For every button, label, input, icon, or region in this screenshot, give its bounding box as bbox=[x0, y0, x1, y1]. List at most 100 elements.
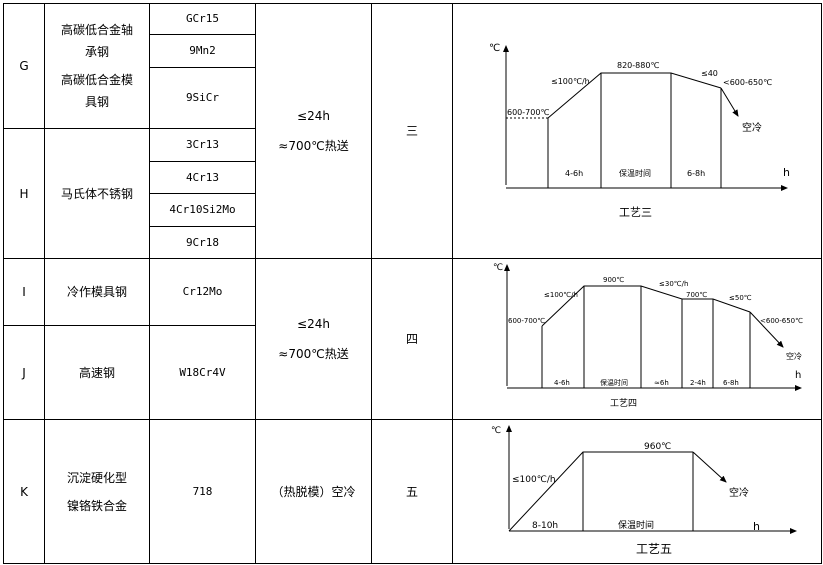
grade-text: 9Mn2 bbox=[189, 44, 216, 57]
name-line: 承钢 bbox=[84, 45, 109, 59]
heat-rate-label: ≤100℃/h bbox=[551, 77, 590, 86]
end-temp-label: <600-650℃ bbox=[760, 317, 803, 325]
cooling-arrow bbox=[749, 311, 784, 348]
grade-gcr15: GCr15 bbox=[150, 4, 255, 34]
mid-temp-label: 700℃ bbox=[686, 291, 707, 299]
grade-4cr13: 4Cr13 bbox=[150, 162, 255, 193]
hold-temp-label: 960℃ bbox=[644, 442, 671, 452]
hold-temp-label: 900℃ bbox=[603, 276, 624, 284]
cooling-label: 空冷 bbox=[786, 351, 802, 361]
process-curve bbox=[508, 451, 693, 532]
preheat-line: ≈700℃热送 bbox=[278, 347, 349, 361]
grade-w18cr4v: W18Cr4V bbox=[150, 326, 255, 419]
name-line: 高碳低合金轴 bbox=[60, 23, 133, 37]
end-temp-label: <600-650℃ bbox=[723, 78, 772, 87]
preheat-line: ≤24h bbox=[297, 317, 330, 331]
row-name-j: 高速钢 bbox=[45, 326, 149, 419]
diagram-caption: 工艺四 bbox=[610, 398, 637, 409]
code-text: G bbox=[19, 59, 29, 73]
time-unit-label: h bbox=[753, 520, 760, 533]
grade-text: 9Cr18 bbox=[185, 235, 220, 249]
time-unit-label: h bbox=[783, 166, 790, 179]
cool-rate-label: ≤40 bbox=[701, 69, 718, 78]
temp-unit-label: ℃ bbox=[491, 426, 501, 436]
preheat-group-1: ≤24h ≈700℃热送 bbox=[256, 4, 371, 258]
stage-label: 8-10h bbox=[532, 521, 558, 531]
name-line: 高速钢 bbox=[78, 365, 115, 380]
grade-9mn2: 9Mn2 bbox=[150, 35, 255, 67]
code-text: H bbox=[19, 186, 29, 201]
row-name-g: 高碳低合金轴 承钢 高碳低合金模 具钢 bbox=[45, 4, 149, 128]
name-line: 具钢 bbox=[84, 95, 109, 109]
diagram-caption: 工艺三 bbox=[619, 206, 652, 219]
grade-text: 4Cr10Si2Mo bbox=[169, 203, 236, 216]
stage-label: 6-8h bbox=[687, 169, 705, 178]
grade-718: 718 bbox=[150, 420, 255, 563]
code-text: J bbox=[22, 365, 26, 380]
grade-text: Cr12Mo bbox=[182, 285, 223, 298]
heat-rate-label: ≤100℃/h bbox=[544, 291, 578, 299]
cool-rate-2-label: ≤50℃ bbox=[729, 294, 752, 302]
row-code-k: K bbox=[4, 420, 44, 563]
temp-unit-label: ℃ bbox=[489, 43, 500, 54]
row-name-h: 马氏体不锈钢 bbox=[45, 129, 149, 258]
grade-text: 9SiCr bbox=[185, 91, 220, 104]
stage-label: 4-6h bbox=[565, 169, 583, 178]
start-temp-label: 600-700℃ bbox=[508, 317, 545, 325]
cooling-label: 空冷 bbox=[742, 121, 762, 134]
cooling-arrow bbox=[720, 87, 739, 117]
start-temp-label: 600-700℃ bbox=[507, 108, 549, 117]
hold-temp-label: 820-880℃ bbox=[617, 61, 659, 70]
process-four-diagram: ℃ h 600-700℃ ≤100℃/h 900℃ ≤30℃/h 700℃ ≤5… bbox=[493, 263, 803, 409]
grade-text: W18Cr4V bbox=[179, 365, 226, 379]
process-text: 四 bbox=[405, 332, 418, 346]
preheat-group-2: ≤24h ≈700℃热送 bbox=[256, 259, 371, 419]
stage-label: 6-8h bbox=[723, 379, 739, 387]
row-code-g: G bbox=[4, 4, 44, 128]
stage-label: 保温时间 bbox=[618, 519, 654, 531]
preheat-line: ≈700℃热送 bbox=[278, 139, 349, 153]
stage-label: ≈6h bbox=[654, 379, 669, 387]
name-line: 镍铬铁合金 bbox=[66, 498, 127, 513]
preheat-line: （热脱模）空冷 bbox=[271, 484, 356, 499]
grade-text: 718 bbox=[192, 484, 213, 498]
preheat-line: ≤24h bbox=[297, 109, 330, 123]
stage-label: 2-4h bbox=[690, 379, 706, 387]
cooling-arrow bbox=[692, 451, 727, 483]
process-curve bbox=[547, 72, 722, 119]
diagram-caption: 工艺五 bbox=[636, 542, 672, 556]
row-name-k: 沉淀硬化型 镍铬铁合金 bbox=[45, 420, 149, 563]
row-name-i: 冷作模具钢 bbox=[45, 259, 149, 325]
grade-text: GCr15 bbox=[185, 12, 220, 25]
cool-rate-1-label: ≤30℃/h bbox=[659, 280, 688, 288]
preheat-group-3: （热脱模）空冷 bbox=[256, 420, 371, 563]
row-code-h: H bbox=[4, 129, 44, 258]
grade-text: 3Cr13 bbox=[185, 138, 220, 151]
code-text: K bbox=[20, 484, 28, 499]
grade-9cr18: 9Cr18 bbox=[150, 227, 255, 258]
stage-label: 4-6h bbox=[554, 379, 570, 387]
time-unit-label: h bbox=[795, 370, 801, 381]
heat-rate-label: ≤100℃/h bbox=[512, 475, 556, 485]
process-text: 三 bbox=[405, 124, 418, 138]
code-text: I bbox=[22, 285, 26, 299]
process-group-1: 三 bbox=[372, 4, 452, 258]
stage-label: 保温时间 bbox=[600, 378, 628, 387]
cooling-label: 空冷 bbox=[729, 486, 749, 499]
row-code-j: J bbox=[4, 326, 44, 419]
temp-unit-label: ℃ bbox=[493, 263, 503, 273]
name-line: 马氏体不锈钢 bbox=[60, 186, 133, 201]
grade-4cr10si2mo: 4Cr10Si2Mo bbox=[150, 194, 255, 226]
process-text: 五 bbox=[405, 484, 418, 499]
stage-label: 保温时间 bbox=[619, 168, 651, 178]
process-curve bbox=[541, 285, 751, 327]
process-group-2: 四 bbox=[372, 259, 452, 419]
name-line: 沉淀硬化型 bbox=[66, 470, 127, 485]
grade-text: 4Cr13 bbox=[185, 170, 220, 184]
grade-3cr13: 3Cr13 bbox=[150, 129, 255, 161]
process-group-3: 五 bbox=[372, 420, 452, 563]
name-line: 高碳低合金模 bbox=[60, 73, 133, 87]
process-five-diagram: ℃ h ≤100℃/h 960℃ 空冷 8-10h 保温时间 工艺五 bbox=[491, 425, 797, 556]
